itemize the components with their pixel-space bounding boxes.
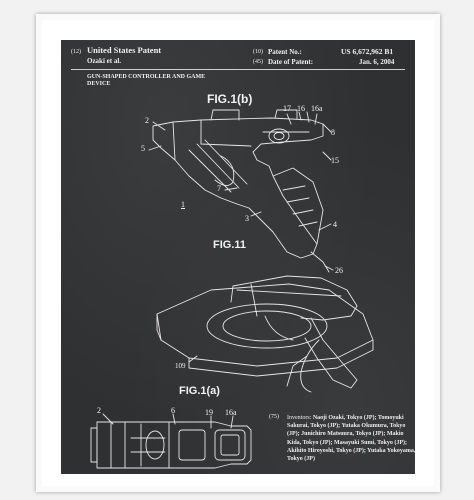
patent-no: US 6,672,962 B1 bbox=[341, 47, 394, 56]
fig-1b-label: FIG.1(b) bbox=[207, 92, 253, 106]
inventors-text: Naoji Ozaki, Tokyo (JP); Tomoyuki Sakura… bbox=[287, 415, 415, 463]
callout-2: 2 bbox=[145, 116, 149, 125]
callout-3: 3 bbox=[245, 214, 249, 223]
fig-11-label: FIG.11 bbox=[213, 239, 247, 251]
callout-109: 109 bbox=[175, 362, 186, 370]
header-rule bbox=[71, 69, 405, 70]
inventors-label: Inventors: bbox=[287, 415, 312, 421]
gun-side-view-drawing bbox=[152, 109, 330, 273]
patent-drawings bbox=[90, 109, 374, 469]
code-10: (10) bbox=[253, 49, 263, 55]
callout-8: 8 bbox=[331, 128, 335, 137]
callout-16: 16 bbox=[297, 104, 305, 113]
callout-7: 7 bbox=[217, 184, 221, 193]
callout-a-2: 2 bbox=[97, 406, 101, 415]
poster-mat: (12) United States Patent Ozaki et al. (… bbox=[42, 20, 434, 486]
date-label: Date of Patent: bbox=[268, 58, 314, 66]
gun-top-view-drawing bbox=[90, 421, 252, 469]
patent-no-label: Patent No.: bbox=[268, 48, 302, 56]
inventors-block: Inventors: Naoji Ozaki, Tokyo (JP); Tomo… bbox=[287, 414, 415, 463]
callout-4: 4 bbox=[333, 220, 337, 229]
callout-26: 26 bbox=[335, 266, 343, 275]
callout-5: 5 bbox=[141, 144, 145, 153]
poster-frame: (12) United States Patent Ozaki et al. (… bbox=[36, 14, 440, 492]
blueprint-board: (12) United States Patent Ozaki et al. (… bbox=[61, 40, 415, 474]
inventors-code: (75) bbox=[269, 414, 279, 420]
callout-a-16a: 16a bbox=[225, 408, 237, 417]
patent-date: Jan. 6, 2004 bbox=[359, 58, 395, 66]
subtitle-line-1: GUN-SHAPED CONTROLLER AND GAME bbox=[87, 74, 206, 80]
code-45: (45) bbox=[253, 59, 263, 65]
callout-a-19: 19 bbox=[205, 408, 213, 417]
callout-15: 15 bbox=[331, 156, 339, 165]
callout-16a: 16a bbox=[311, 104, 323, 113]
subtitle-line-2: DEVICE bbox=[87, 81, 111, 87]
fig-1a-label: FIG.1(a) bbox=[179, 385, 220, 397]
callout-1: 1 bbox=[181, 200, 185, 209]
gun-on-console-drawing bbox=[156, 275, 374, 393]
callout-17: 17 bbox=[283, 104, 291, 113]
callout-a-6: 6 bbox=[171, 406, 175, 415]
code-12: (12) bbox=[71, 49, 81, 55]
patent-title: United States Patent bbox=[87, 45, 162, 55]
assignee: Ozaki et al. bbox=[87, 57, 122, 65]
